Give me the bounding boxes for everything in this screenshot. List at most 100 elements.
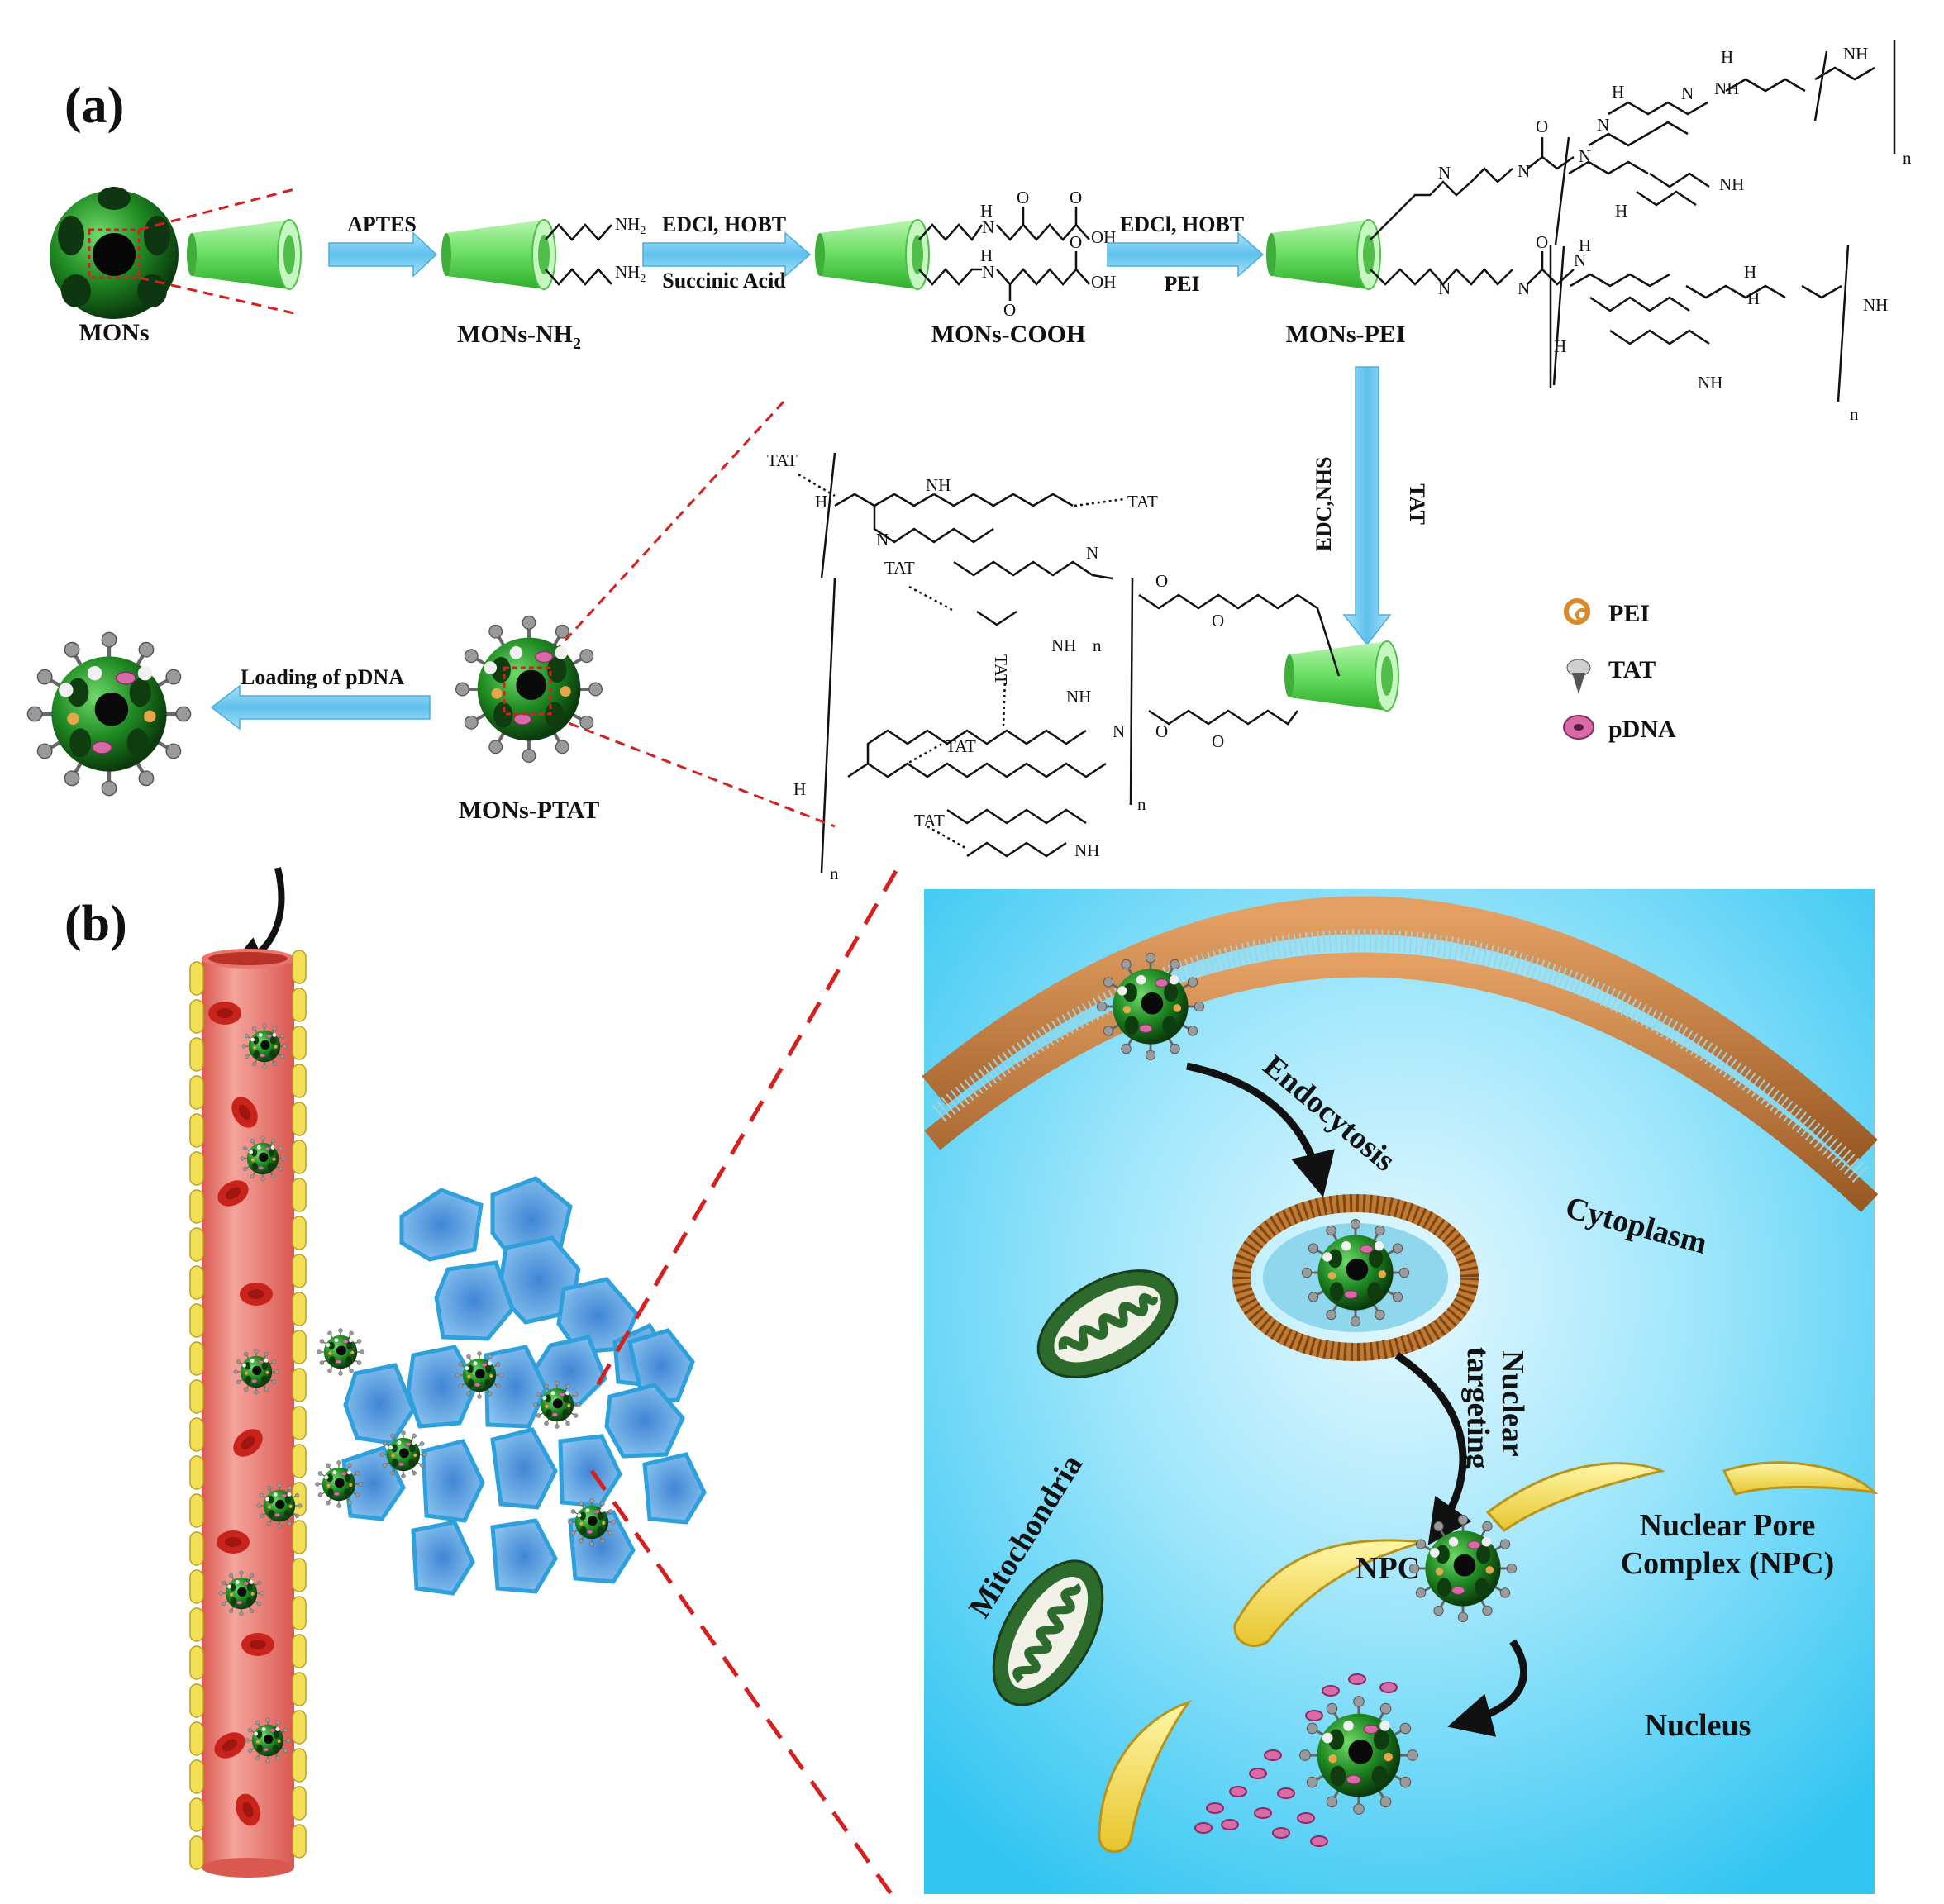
svg-text:H: H <box>1721 47 1733 67</box>
svg-text:N: N <box>1438 163 1451 183</box>
svg-text:EDCl, HOBT: EDCl, HOBT <box>662 212 786 236</box>
svg-text:n: n <box>1137 794 1146 814</box>
svg-text:n: n <box>1850 404 1859 424</box>
svg-text:PEI: PEI <box>1608 600 1650 627</box>
svg-text:N: N <box>982 217 994 237</box>
svg-text:N: N <box>1597 115 1609 135</box>
svg-text:N: N <box>1438 278 1451 298</box>
svg-text:PEI: PEI <box>1164 272 1199 296</box>
label-npc-full-1: Nuclear Pore <box>1640 1508 1816 1543</box>
legend-tat-icon <box>1566 659 1591 694</box>
mitochondrion-lower <box>992 1559 1104 1706</box>
svg-text:O: O <box>1155 721 1168 741</box>
zoom-line-cell-top <box>589 869 898 1397</box>
svg-text:O: O <box>1536 117 1548 136</box>
svg-text:H: H <box>1747 288 1760 308</box>
label-mons-cooh: MONs-COOH <box>932 321 1086 348</box>
svg-text:H: H <box>1744 262 1756 282</box>
label-nuclear: Nuclear <box>1495 1350 1530 1457</box>
svg-text:TAT: TAT <box>991 654 1011 685</box>
label-npc-full-2: Complex (NPC) <box>1621 1546 1835 1581</box>
arrow-succinic: EDCl, HOBT Succinic Acid <box>642 212 812 293</box>
label-mons-ptat: MONs-PTAT <box>459 797 600 824</box>
svg-text:N: N <box>1579 146 1591 166</box>
pore-cone-5 <box>1284 640 1399 712</box>
svg-text:NH: NH <box>1843 44 1868 64</box>
panel-label-b: (b) <box>64 896 127 952</box>
ptat-labels: TAT TAT TAT TAT TAT TAT NH NH NH NH H H … <box>767 450 1224 883</box>
endothelial-cells-left <box>189 961 204 1870</box>
svg-text:NH: NH <box>926 475 951 495</box>
cooh-atom-labels: H N O O OH H N O O OH <box>980 188 1116 320</box>
cell-membrane <box>922 896 1879 1212</box>
svg-text:H: H <box>980 201 993 221</box>
pei-atom-labels: N N O N N N H NH NH H H NH n N N O N H H… <box>1438 44 1912 424</box>
svg-text:n: n <box>830 864 839 883</box>
arrow-loading: Loading of pDNA <box>210 665 431 731</box>
svg-text:Succinic Acid: Succinic Acid <box>662 269 786 293</box>
svg-text:O: O <box>1070 232 1082 252</box>
tumor-cells <box>341 1176 707 1596</box>
svg-text:H: H <box>1612 82 1624 102</box>
svg-text:N: N <box>1681 83 1694 103</box>
svg-text:N: N <box>1518 278 1530 298</box>
nh2-upper: NH2 <box>615 214 646 237</box>
svg-text:TAT: TAT <box>1127 492 1158 512</box>
svg-text:pDNA: pDNA <box>1608 716 1676 743</box>
svg-text:n: n <box>1093 635 1102 655</box>
svg-text:APTES: APTES <box>347 212 417 236</box>
arrow-pei: EDCl, HOBT PEI <box>1107 212 1265 296</box>
label-mons-pei: MONs-PEI <box>1286 321 1406 348</box>
svg-text:OH: OH <box>1091 272 1116 292</box>
label-targeting: targeting <box>1460 1347 1495 1469</box>
pei-structure-upper <box>1370 40 1896 245</box>
svg-text:TAT: TAT <box>1608 656 1656 683</box>
svg-text:NH: NH <box>1698 373 1722 393</box>
mons-sphere <box>50 187 179 319</box>
svg-text:EDC,NHS: EDC,NHS <box>1312 457 1336 552</box>
svg-text:NH: NH <box>1719 174 1744 194</box>
pore-cone-3 <box>814 219 930 290</box>
svg-text:O: O <box>1155 571 1168 591</box>
svg-text:H: H <box>1579 236 1591 255</box>
zoom-line-bottom <box>138 276 298 316</box>
svg-text:H: H <box>1554 336 1566 356</box>
nh2-lower: NH2 <box>615 262 646 285</box>
svg-text:H: H <box>815 492 827 512</box>
npc-membrane <box>1098 1461 1879 1854</box>
released-pdna <box>1194 1673 1398 1847</box>
mons-ptat-particle <box>454 614 604 764</box>
svg-text:NH: NH <box>1863 295 1888 315</box>
legend-pei-icon <box>1564 598 1590 625</box>
svg-text:TAT: TAT <box>884 558 915 578</box>
svg-text:NH: NH <box>1074 840 1099 860</box>
label-mons-nh2: MONs-NH2 <box>457 321 581 353</box>
arrow-tat: EDC,NHS TAT <box>1312 366 1429 646</box>
svg-text:NH: NH <box>1051 635 1076 655</box>
svg-text:O: O <box>1070 188 1082 207</box>
svg-text:n: n <box>1903 148 1912 168</box>
svg-text:EDCl, HOBT: EDCl, HOBT <box>1120 212 1244 236</box>
ptat-zoom-box <box>503 666 552 716</box>
ptat-structure <box>820 452 1341 873</box>
svg-text:O: O <box>1017 188 1029 207</box>
mitochondrion-upper <box>1036 1269 1179 1378</box>
svg-text:NH: NH <box>1066 687 1091 707</box>
svg-text:NH: NH <box>1714 79 1739 98</box>
svg-text:N: N <box>1518 161 1530 181</box>
panel-label-a: (a) <box>64 78 124 134</box>
legend-pdna-icon <box>1563 715 1594 740</box>
label-mons: MONs <box>79 319 150 346</box>
svg-text:TAT: TAT <box>1405 483 1429 525</box>
svg-text:O: O <box>1536 232 1548 252</box>
release-arrow <box>1447 1639 1528 1737</box>
label-nucleus: Nucleus <box>1645 1708 1751 1743</box>
pore-cone-1 <box>186 219 302 290</box>
nh2-chains <box>545 223 612 286</box>
arrow-aptes: APTES <box>328 212 438 278</box>
svg-text:N: N <box>876 530 889 550</box>
svg-text:N: N <box>982 262 994 282</box>
svg-text:O: O <box>1212 731 1224 751</box>
svg-text:O: O <box>1212 611 1224 631</box>
